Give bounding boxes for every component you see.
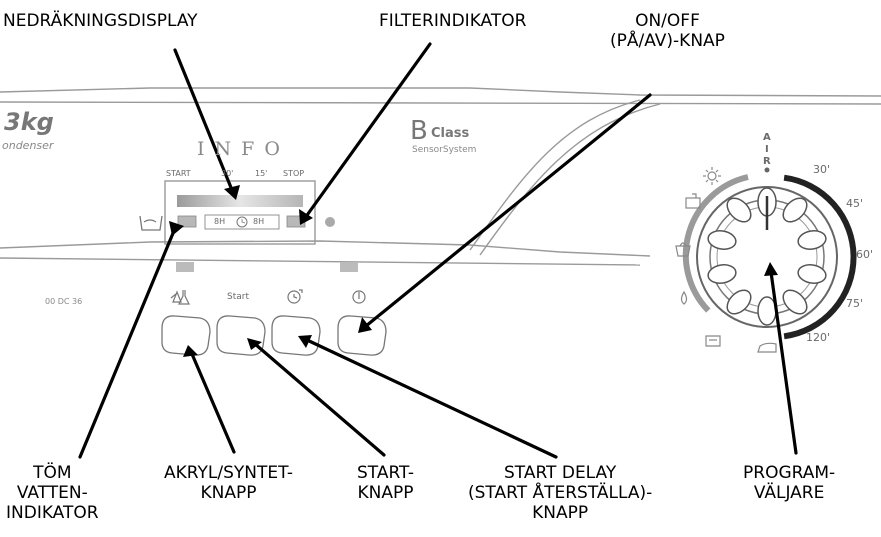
timer-label-left: 8H	[214, 217, 226, 226]
dial-time-30: 30'	[813, 163, 831, 176]
leader-lines	[78, 42, 798, 459]
leader-countdown-display	[173, 48, 234, 192]
callout-filter-indicator: FILTERINDIKATOR	[379, 11, 527, 31]
brand-system: SensorSystem	[412, 145, 477, 155]
leader-start-delay	[305, 338, 558, 459]
water-drain-icon	[139, 215, 163, 231]
dial-arc-grey	[682, 174, 749, 313]
drain-indicator-light	[177, 215, 197, 228]
leader-on-off	[364, 93, 652, 328]
onoff-indicator-light	[340, 262, 358, 272]
dial-time-120: 120'	[806, 331, 831, 344]
leader-acrylic-synthetic	[190, 352, 236, 454]
model-type: ondenser	[2, 139, 54, 152]
start-button[interactable]	[216, 315, 266, 356]
callout-on-off-button: ON/OFF (PÅ/AV)-KNAP	[610, 11, 725, 51]
acrylic-synthetic-button[interactable]	[161, 315, 211, 356]
power-icon	[352, 290, 366, 304]
leader-filter-indicator	[303, 42, 432, 220]
acrylic-indicator-light	[176, 262, 194, 272]
model-capacity: 3kg	[4, 108, 54, 136]
timer-label-right: 8H	[253, 217, 265, 226]
wardrobe-dry-icon	[685, 193, 701, 209]
countdown-display-box	[164, 180, 316, 245]
acrylic-icon	[170, 290, 190, 305]
display-label-start: START	[166, 169, 191, 178]
dial-arc-black	[783, 174, 857, 340]
panel-code: 00 DC 36	[45, 297, 83, 306]
basket-icon	[675, 242, 691, 257]
callout-countdown-display: NEDRÄKNINGSDISPLAY	[3, 11, 198, 31]
callout-program-selector: PROGRAM- VÄLJARE	[743, 463, 836, 503]
brand-class: Class	[431, 126, 470, 141]
cool-air-icon	[705, 335, 721, 347]
arrowheads	[169, 185, 778, 357]
start-delay-icon	[287, 289, 303, 304]
display-label-15: 15'	[255, 169, 268, 178]
power-led	[325, 217, 335, 227]
dial-air-a: A	[763, 132, 771, 143]
program-selector-dial[interactable]	[682, 167, 857, 340]
clock-icon	[236, 216, 248, 228]
callout-start-button: START- KNAPP	[357, 463, 415, 503]
callout-acrylic-synthetic-button: AKRYL/SYNTET- KNAPP	[164, 463, 294, 503]
sun-icon	[703, 167, 721, 185]
leader-start	[253, 342, 386, 457]
dial-grips	[707, 187, 827, 326]
info-label: INFO	[197, 138, 290, 160]
panel-outline	[0, 87, 881, 266]
timer-box	[204, 214, 280, 230]
leader-program-selector	[769, 270, 798, 455]
dial-time-45: 45'	[846, 197, 864, 210]
countdown-bar	[177, 195, 303, 207]
start-delay-button[interactable]	[271, 315, 321, 356]
iron-icon	[757, 342, 777, 353]
on-off-button[interactable]	[337, 315, 387, 356]
callout-start-delay-button: START DELAY (START ÅTERSTÄLLA)- KNAPP	[468, 463, 653, 523]
dial-air-r: R	[763, 156, 771, 167]
drop-icon	[680, 290, 688, 305]
brand-letter: B	[410, 116, 428, 146]
display-label-30: 30'	[221, 169, 234, 178]
dial-time-75: 75'	[846, 297, 864, 310]
callout-drain-water-indicator: TÖM VATTEN- INDIKATOR	[6, 463, 99, 523]
leader-drain-water	[78, 224, 178, 459]
display-label-stop: STOP	[283, 169, 305, 178]
dial-time-60: 60'	[856, 248, 874, 261]
start-button-label: Start	[227, 292, 249, 302]
dial-air-i: I	[765, 144, 769, 155]
